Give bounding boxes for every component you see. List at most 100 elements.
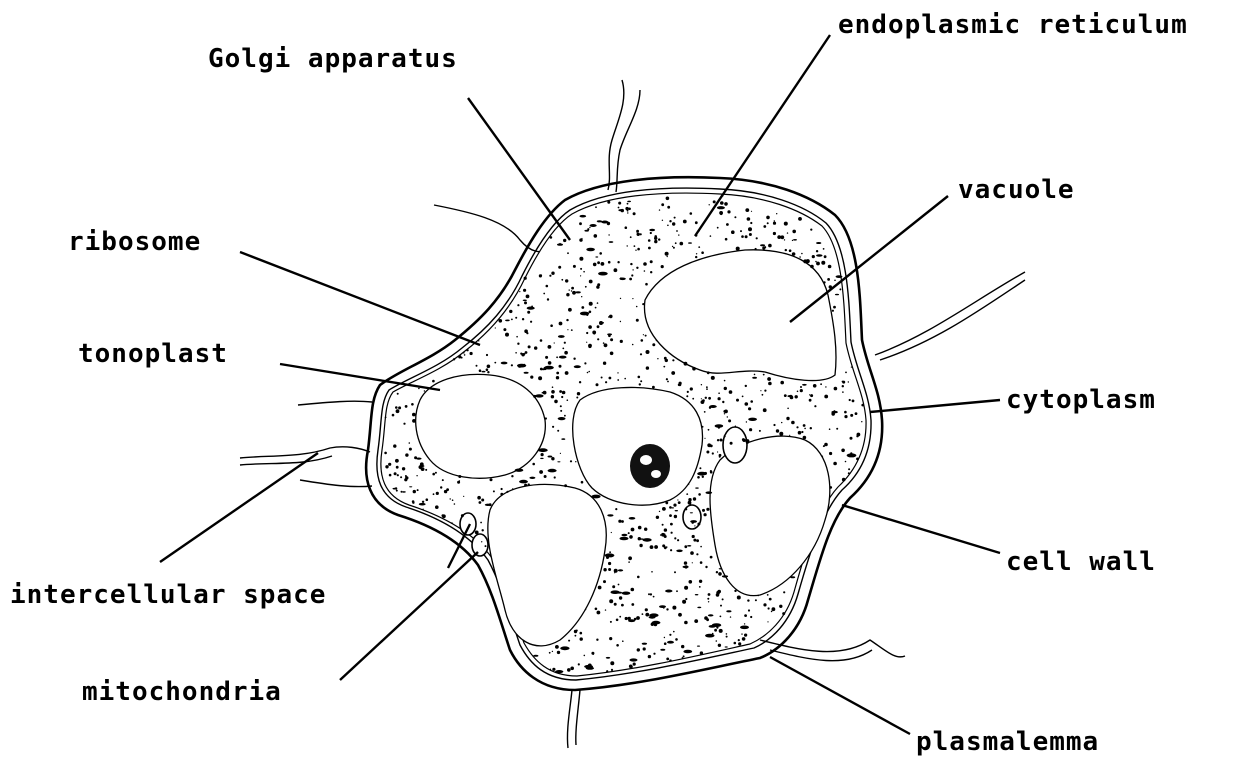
label-tonoplast: tonoplast <box>78 339 228 369</box>
granule <box>587 372 589 374</box>
granule <box>673 247 675 249</box>
granule <box>555 670 563 673</box>
granule <box>662 533 665 536</box>
granule <box>650 260 653 263</box>
granule <box>606 657 610 659</box>
granule <box>526 295 530 299</box>
granule <box>683 650 692 654</box>
granule <box>816 242 821 244</box>
granule <box>684 586 688 590</box>
granule <box>562 391 566 395</box>
leader-cell-wall <box>842 505 1000 553</box>
label-cell-wall: cell wall <box>1006 547 1156 577</box>
granule <box>557 430 559 432</box>
granule <box>820 383 822 385</box>
granule <box>750 616 752 618</box>
granule <box>667 225 669 227</box>
granule <box>701 384 702 385</box>
granule <box>684 621 688 625</box>
granule <box>603 568 606 571</box>
granule <box>511 364 513 366</box>
granule <box>698 246 700 248</box>
granule <box>563 239 566 242</box>
granule <box>760 390 761 391</box>
granule <box>792 230 796 234</box>
granule <box>597 261 600 264</box>
granule <box>618 202 621 205</box>
label-mitochondria: mitochondria <box>82 677 282 707</box>
granule <box>543 391 547 395</box>
granule <box>559 356 567 359</box>
granule <box>800 389 803 392</box>
granule <box>601 377 603 379</box>
granule <box>557 651 560 654</box>
granule <box>754 374 756 376</box>
granule <box>649 229 655 231</box>
granule <box>664 637 665 638</box>
granule <box>570 460 572 462</box>
granule <box>637 233 640 236</box>
granule <box>850 414 853 417</box>
granule <box>652 343 655 346</box>
granule <box>576 397 578 399</box>
granule <box>621 604 624 607</box>
granule <box>735 426 736 427</box>
granule <box>397 393 399 395</box>
granule <box>538 376 542 380</box>
label-golgi-apparatus: Golgi apparatus <box>208 44 458 74</box>
granule <box>730 616 731 617</box>
granule <box>605 381 607 383</box>
granule <box>702 476 704 478</box>
granule <box>654 240 657 243</box>
granule <box>724 435 726 437</box>
granule <box>720 605 722 607</box>
granule <box>801 253 803 255</box>
granule <box>545 417 547 419</box>
granule <box>589 280 593 284</box>
granule <box>694 619 698 623</box>
granule <box>704 411 706 413</box>
granule <box>726 633 728 635</box>
granule <box>436 492 439 495</box>
granule <box>685 598 687 600</box>
granule <box>816 262 820 266</box>
granule <box>442 514 446 518</box>
granule <box>617 372 618 373</box>
granule <box>656 516 659 519</box>
granule <box>394 472 397 475</box>
granule <box>608 234 609 235</box>
granule <box>435 472 437 474</box>
granule <box>610 352 614 356</box>
granule <box>543 293 545 295</box>
granule <box>706 451 709 454</box>
granule <box>654 237 657 240</box>
granule <box>562 348 564 350</box>
granule <box>671 371 675 375</box>
granule <box>579 222 582 225</box>
granule <box>740 626 749 630</box>
granule <box>758 595 759 596</box>
granule <box>705 566 707 568</box>
granule <box>556 356 558 358</box>
granule <box>556 372 559 375</box>
granule <box>572 291 576 295</box>
granule <box>574 365 581 368</box>
granule <box>411 403 414 406</box>
granule <box>639 383 641 385</box>
granule <box>515 317 517 319</box>
granule <box>384 452 387 455</box>
central-vacuole <box>573 387 703 505</box>
granule <box>561 279 563 281</box>
granule <box>719 629 723 633</box>
granule <box>664 357 667 360</box>
granule <box>718 572 722 576</box>
granule <box>673 631 675 633</box>
granule <box>646 350 650 354</box>
granule <box>581 238 582 239</box>
granule <box>676 230 678 232</box>
granule <box>835 294 839 296</box>
granule <box>633 212 636 215</box>
granule <box>823 281 825 283</box>
granule <box>642 613 644 615</box>
granule <box>490 478 493 481</box>
